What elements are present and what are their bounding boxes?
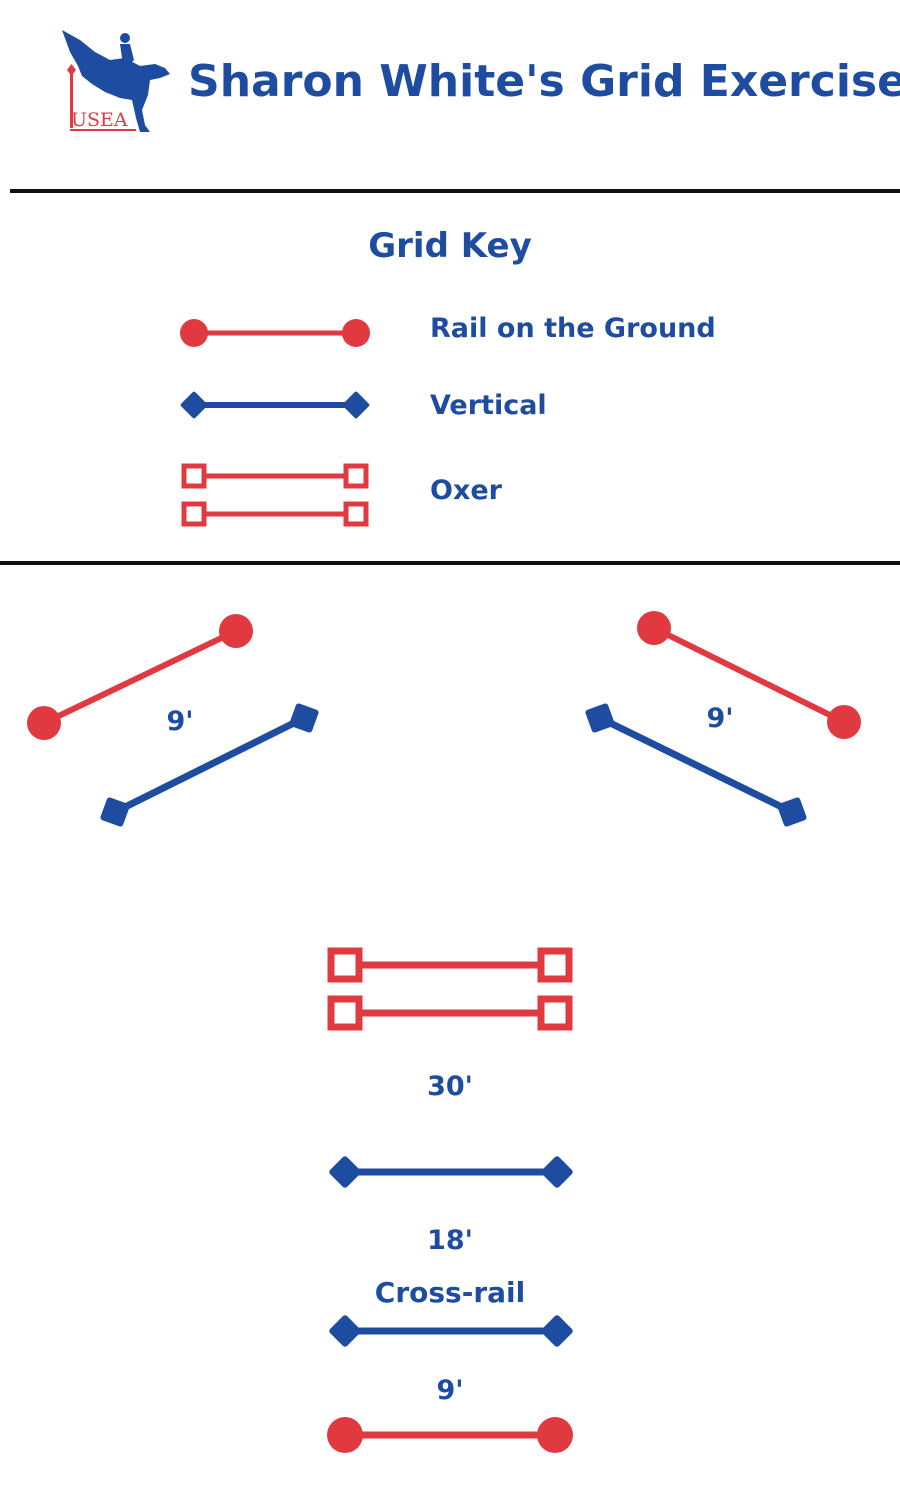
grid-rail-on-ground <box>327 1417 573 1453</box>
left-rail-on-ground <box>27 614 253 740</box>
key-rail-on-ground-symbol <box>180 319 370 347</box>
left-bounce-distance: 9' <box>166 706 194 737</box>
grid-vertical <box>329 1156 573 1188</box>
crossrail-label: Cross-rail <box>374 1276 526 1309</box>
logo-text: USEA <box>71 109 128 131</box>
crossrail-to-rail-distance: 9' <box>436 1375 464 1406</box>
grid-crossrail <box>329 1315 573 1347</box>
right-bounce-distance: 9' <box>706 703 734 734</box>
left-vertical <box>100 703 319 827</box>
grid-key-heading: Grid Key <box>368 226 532 266</box>
key-label-rail-on-ground: Rail on the Ground <box>430 313 716 344</box>
page-title: Sharon White's Grid Exercise <box>188 56 900 107</box>
right-rail-on-ground <box>637 611 861 739</box>
key-vertical-symbol <box>180 391 370 419</box>
usea-logo: USEA <box>62 30 170 132</box>
right-vertical <box>585 703 807 827</box>
key-label-oxer: Oxer <box>430 475 502 506</box>
key-label-vertical: Vertical <box>430 390 547 421</box>
key-oxer-symbol <box>181 463 369 527</box>
grid-oxer <box>327 947 573 1031</box>
oxer-to-vertical-distance: 30' <box>427 1071 473 1102</box>
vertical-to-crossrail-distance: 18' <box>427 1225 473 1256</box>
